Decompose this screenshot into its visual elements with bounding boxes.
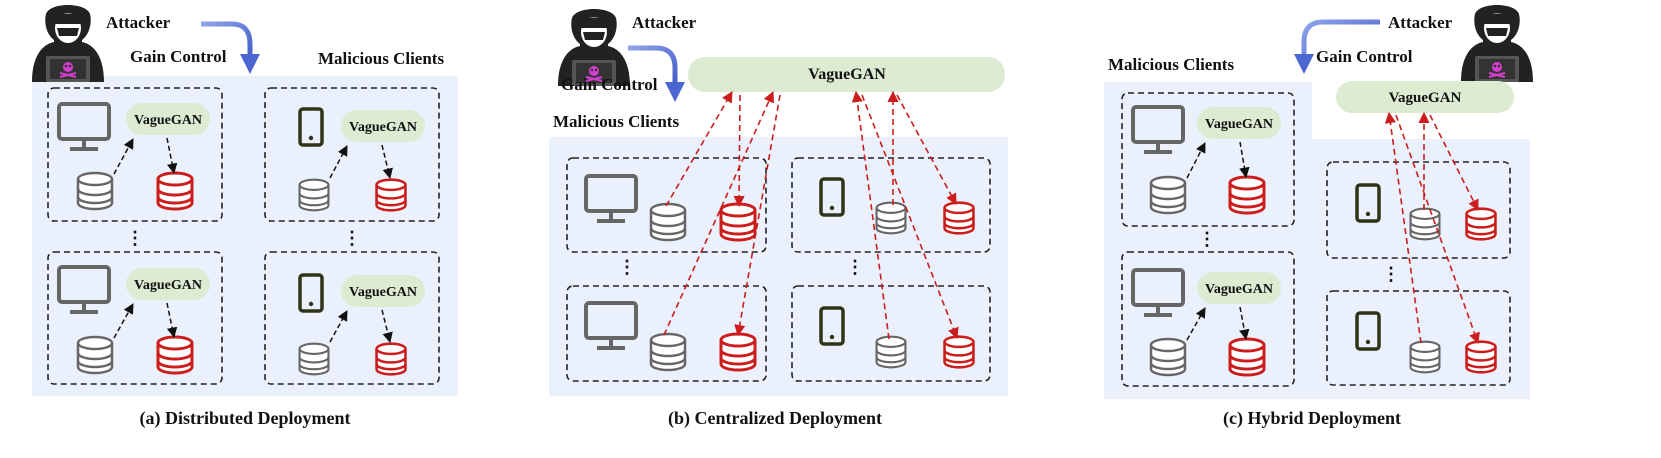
database-icon [1149, 175, 1187, 215]
client-box [1326, 161, 1511, 259]
vaguegan-node [341, 275, 425, 307]
vaguegan-label: VagueGAN [1389, 90, 1462, 106]
poisoned-database-icon [1228, 175, 1266, 215]
vaguegan-label: VagueGAN [134, 113, 202, 128]
gain-control-label: Gain Control [1316, 47, 1413, 66]
gain-control-arrow [1294, 19, 1380, 74]
database-icon [649, 332, 687, 372]
ellipsis: ⋮ [343, 228, 361, 248]
attacker-label: Attacker [632, 13, 697, 32]
poisoned-database-icon [943, 201, 975, 235]
malicious-clients-label: Malicious Clients [553, 112, 679, 131]
vaguegan-label: VagueGAN [134, 278, 202, 293]
client-box [1326, 290, 1511, 386]
database-icon [1409, 340, 1441, 374]
poisoned-database-icon [1228, 337, 1266, 377]
gain-control-arrow [628, 45, 685, 102]
vaguegan-label: VagueGAN [349, 120, 417, 135]
client-box [791, 157, 991, 253]
vaguegan-label: VagueGAN [1205, 282, 1273, 297]
vaguegan-node [1197, 272, 1281, 304]
caption-c: (c) Hybrid Deployment [1223, 408, 1401, 429]
poisoned-database-icon [375, 178, 407, 212]
poisoned-database-icon [156, 171, 194, 211]
poisoned-database-icon [1465, 207, 1497, 241]
database-icon [76, 335, 114, 375]
ellipsis: ⋮ [846, 257, 864, 277]
client-box: VagueGAN [47, 87, 223, 222]
database-icon [649, 202, 687, 242]
gain-control-label: Gain Control [561, 75, 658, 94]
vaguegan-label: VagueGAN [1205, 117, 1273, 132]
client-box [791, 285, 991, 382]
client-box [566, 285, 767, 382]
poisoned-database-icon [943, 335, 975, 369]
poisoned-database-icon [719, 202, 757, 242]
caption-b: (b) Centralized Deployment [668, 408, 882, 429]
poisoned-database-icon [375, 342, 407, 376]
client-box: VagueGAN [1121, 92, 1295, 227]
attacker-label: Attacker [1388, 13, 1453, 32]
database-icon [298, 342, 330, 376]
database-icon [1149, 337, 1187, 377]
gain-control-label: Gain Control [130, 47, 227, 66]
ellipsis: ⋮ [126, 228, 144, 248]
vaguegan-node [126, 103, 210, 135]
vaguegan-node [126, 268, 210, 300]
ellipsis: ⋮ [1382, 264, 1400, 284]
database-icon [298, 178, 330, 212]
gan-flow-arrows [1384, 111, 1480, 345]
client-box: VagueGAN [47, 251, 223, 385]
database-icon [875, 201, 907, 235]
client-box: VagueGAN [264, 251, 440, 385]
ellipsis: ⋮ [1198, 229, 1216, 249]
malicious-clients-label: Malicious Clients [318, 49, 444, 68]
vaguegan-node [341, 110, 425, 142]
panel-centralized: Attacker Gain Control Malicious Clients … [549, 8, 1008, 429]
malicious-clients-label: Malicious Clients [1108, 55, 1234, 74]
vaguegan-node [1336, 81, 1514, 113]
panel-distributed: Attacker Gain Control Malicious Clients … [31, 4, 458, 429]
vaguegan-label: VagueGAN [349, 285, 417, 300]
ellipsis: ⋮ [618, 257, 636, 277]
client-box: VagueGAN [1121, 251, 1295, 387]
gan-flow-arrows [663, 90, 959, 340]
client-box: VagueGAN [264, 87, 440, 222]
caption-a: (a) Distributed Deployment [140, 408, 351, 429]
panel-hybrid: Attacker Gain Control Malicious Clients … [1104, 4, 1534, 429]
hacker-icon [1460, 4, 1534, 83]
poisoned-database-icon [156, 335, 194, 375]
database-icon [875, 335, 907, 369]
hacker-icon [31, 4, 105, 83]
gain-control-arrow [201, 21, 260, 74]
poisoned-database-icon [1465, 340, 1497, 374]
panel-b-background [549, 137, 1008, 396]
client-box [566, 157, 767, 253]
database-icon [76, 171, 114, 211]
vaguegan-node [688, 57, 1005, 92]
attacker-label: Attacker [106, 13, 171, 32]
vaguegan-node [1197, 107, 1281, 139]
vaguegan-label: VagueGAN [808, 66, 886, 83]
poisoned-database-icon [719, 332, 757, 372]
